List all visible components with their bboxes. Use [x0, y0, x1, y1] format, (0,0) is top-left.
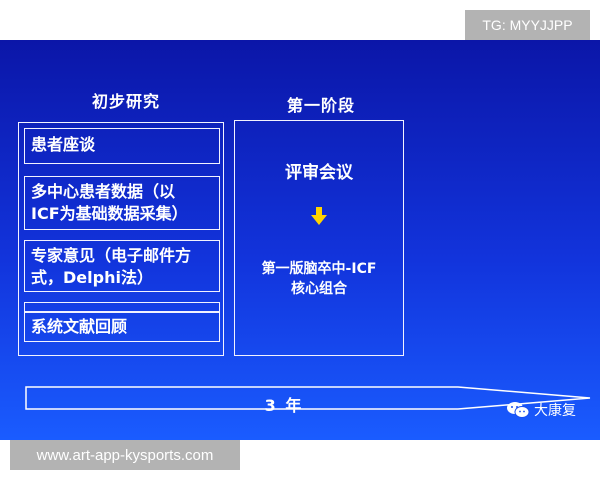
result-line-1: 第一版脑卒中-ICF [261, 261, 377, 277]
item-multicenter-data-line2: ICF为基础数据采集） [31, 204, 188, 223]
left-column-heading: 初步研究 [92, 92, 161, 111]
item-spacer-box [24, 302, 220, 312]
phase-one-frame [234, 120, 404, 356]
item-expert-opinion-line1: 专家意见（电子邮件方 [31, 246, 192, 265]
timeline-arrow [25, 386, 591, 410]
source-logo-text: 大康复 [534, 403, 576, 419]
right-column-heading: 第一阶段 [287, 96, 356, 115]
wechat-icon [507, 402, 530, 418]
item-literature-review: 系统文献回顾 [24, 312, 220, 342]
item-patient-forum: 患者座谈 [24, 128, 220, 164]
item-expert-opinion: 专家意见（电子邮件方 式，Delphi法） [24, 240, 220, 292]
url-watermark: www.art-app-kysports.com [10, 440, 240, 470]
item-multicenter-data: 多中心患者数据（以 ICF为基础数据采集） [24, 176, 220, 230]
timeline-label: 3 年 [264, 396, 304, 415]
arrow-down-icon [311, 207, 327, 225]
source-logo: 大康复 [506, 400, 576, 420]
slide: 初步研究 第一阶段 患者座谈 多中心患者数据（以 ICF为基础数据采集） 专家意… [0, 40, 600, 440]
review-meeting: 评审会议 [285, 163, 353, 183]
tg-badge: TG: MYYJJPP [465, 10, 590, 40]
item-expert-opinion-line2: 式，Delphi法） [31, 268, 153, 287]
result-line-2: 核心组合 [291, 281, 347, 297]
item-literature-review-text: 系统文献回顾 [31, 317, 128, 336]
preliminary-research-frame [18, 122, 224, 356]
item-multicenter-data-line1: 多中心患者数据（以 [31, 182, 176, 201]
item-patient-forum-text: 患者座谈 [31, 135, 96, 154]
